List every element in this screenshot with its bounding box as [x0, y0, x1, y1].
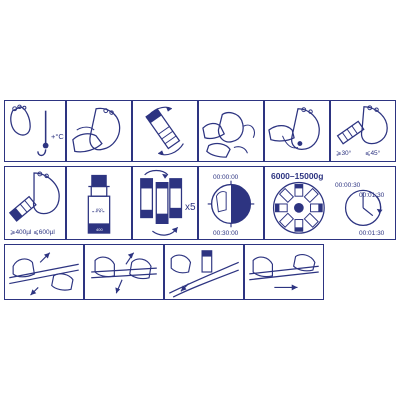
step-5-puncture-heel: [264, 100, 330, 162]
tube-mark-upper: 600: [96, 207, 103, 212]
tube-rotate-icon: [145, 106, 184, 156]
step-15-seal-strip: [244, 244, 324, 300]
centrifuge-speed-label: 6000–15000g: [271, 171, 324, 181]
hand-holding-foot-icon: [72, 107, 121, 153]
hands-fold-icon: [91, 252, 157, 294]
step-10-wait-timer: 00:00:00 00:30:00: [198, 166, 264, 240]
timer-start-label: 00:00:00: [213, 174, 239, 181]
foot-thermometer-icon: [10, 104, 49, 157]
spin-mid-label: 00:01:30: [359, 192, 385, 199]
invert-tubes-icon: [140, 169, 183, 236]
step-12-tear-strip: [4, 244, 84, 300]
step-1-warm-heel: +°C: [4, 100, 66, 162]
tube-angle-heel-icon: [336, 105, 388, 145]
angle-min-label: ⩾30°: [336, 150, 352, 157]
angle-max-label: ⩽45°: [365, 150, 381, 157]
step-11-centrifuge: 6000–15000g 00:00:30 00:01:30 00:01:30: [264, 166, 396, 240]
hand-insert-tube-icon: [169, 250, 239, 298]
timer-end-label: 00:30:00: [213, 230, 239, 237]
step-9-invert-tube: x5: [132, 166, 198, 240]
volume-range-label: ⩾400µl ⩽600µl: [10, 229, 55, 236]
lancet-heel-icon: [268, 107, 320, 151]
step-2-hold-foot: [66, 100, 132, 162]
step-4-massage-foot: [198, 100, 264, 162]
step-13-fold-strip: [84, 244, 164, 300]
tube-mark-lower: 400: [96, 227, 103, 232]
step-14-insert-tube: [164, 244, 244, 300]
centrifuge-rotor-icon: [272, 181, 383, 234]
repeat-count-label: x5: [185, 202, 196, 213]
tube-fill-heel-icon: [8, 171, 60, 222]
step-7-fill-volume: ⩾400µl ⩽600µl: [4, 166, 66, 240]
temperature-label: +°C: [51, 132, 64, 141]
step-6-collect-angle: ⩾30° ⩽45°: [330, 100, 396, 162]
clock-icon: [207, 180, 255, 228]
step-8-check-fill: 600 400: [66, 166, 132, 240]
tube-level-icon: [87, 174, 111, 234]
spin-end-label: 00:01:30: [359, 230, 385, 237]
spin-start-label: 00:00:30: [335, 182, 361, 189]
hands-strip-icon: [9, 252, 79, 296]
hands-massage-foot-icon: [202, 112, 255, 158]
hands-seal-icon: [249, 254, 319, 291]
step-3-tube-prep: [132, 100, 198, 162]
